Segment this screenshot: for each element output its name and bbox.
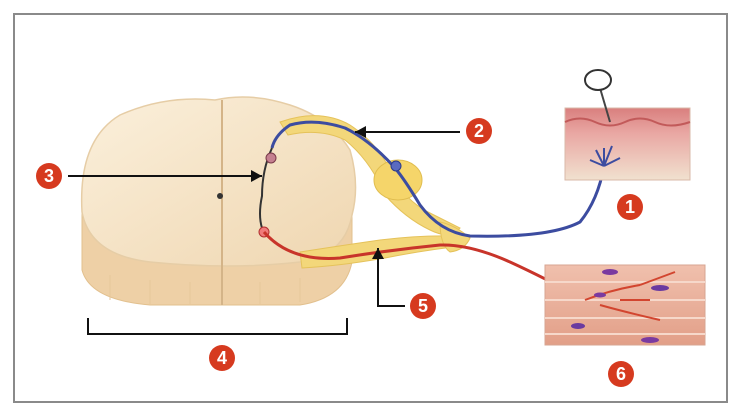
muscle-nucleus-2 bbox=[651, 285, 669, 291]
muscle-nucleus-4 bbox=[641, 337, 659, 343]
central-canal bbox=[217, 193, 223, 199]
label-motor-neuron-text: 5 bbox=[418, 296, 428, 316]
label-motor-neuron: 5 bbox=[410, 293, 436, 319]
sensory-cell-body bbox=[391, 161, 401, 171]
interneuron-cell-body bbox=[266, 153, 276, 163]
label-receptor-text: 1 bbox=[625, 197, 635, 217]
label-spinal-cord: 4 bbox=[209, 345, 235, 371]
label-interneuron-text: 3 bbox=[44, 166, 54, 186]
muscle-nucleus-1 bbox=[602, 269, 618, 275]
label-sensory-neuron: 2 bbox=[466, 118, 492, 144]
label-effector-muscle: 6 bbox=[608, 361, 634, 387]
label-interneuron: 3 bbox=[36, 163, 62, 189]
label-spinal-cord-text: 4 bbox=[217, 348, 227, 368]
muscle-nucleus-5 bbox=[594, 293, 606, 298]
pin-icon bbox=[585, 70, 611, 90]
label-sensory-neuron-text: 2 bbox=[474, 121, 484, 141]
muscle-nucleus-3 bbox=[571, 323, 585, 329]
muscle-effector-block bbox=[545, 265, 705, 345]
label-effector-muscle-text: 6 bbox=[616, 364, 626, 384]
label-receptor: 1 bbox=[617, 194, 643, 220]
